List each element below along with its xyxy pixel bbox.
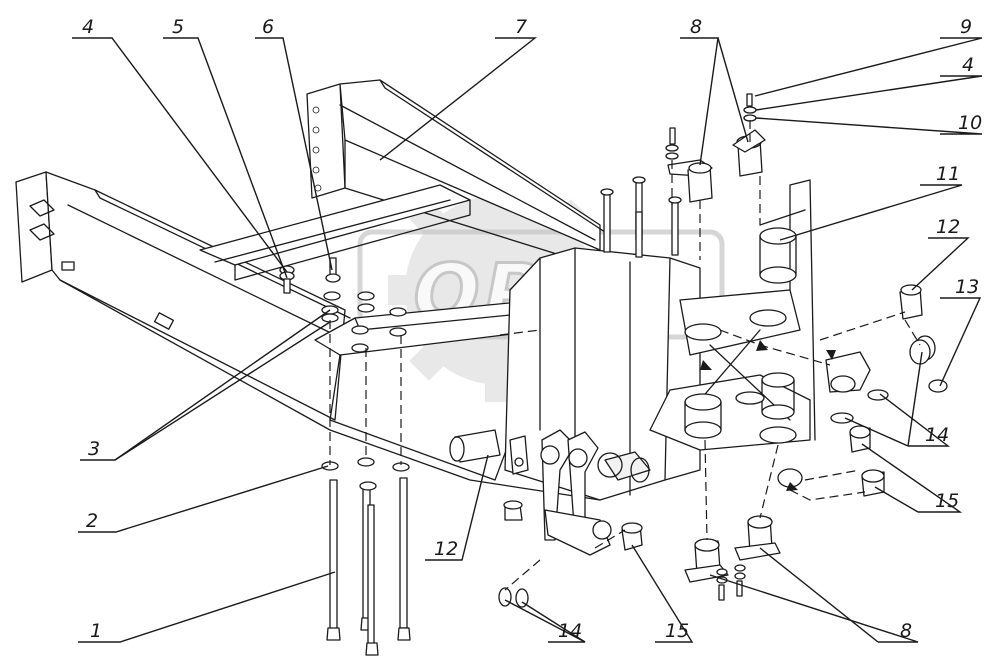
leader-lines [72,37,983,643]
callout-7: 7 [515,16,527,38]
right-exploded-parts [777,284,948,497]
callout-11: 11 [936,163,960,185]
direction-arrows [700,340,836,491]
callout-3: 3 [88,438,100,460]
callout-10: 10 [958,112,982,134]
callout-9: 9 [960,16,972,38]
rings-14-bottom [498,587,529,608]
callout-5: 5 [172,16,184,38]
callout-15-bottom: 15 [665,620,689,642]
rear-frame-rail [306,79,606,256]
callout-labels: 4 5 6 7 8 9 4 10 11 12 13 14 15 3 2 1 12… [82,16,982,642]
callout-15-right: 15 [935,490,959,512]
long-bolts-1 [321,457,411,656]
left-frame-rail [15,171,601,501]
callout-1: 1 [90,620,102,642]
callout-14-bottom: 14 [558,620,582,642]
callout-2: 2 [86,510,98,532]
central-bracket [504,247,701,501]
callout-12-right: 12 [936,216,960,238]
callout-4-left: 4 [82,16,94,38]
callout-13: 13 [955,276,979,298]
callout-8-bottom: 8 [900,620,912,642]
callout-4-right: 4 [962,54,974,76]
swing-arm [509,429,612,556]
bushing-15-middle [503,500,643,551]
top-bushings-8 [667,129,766,203]
callout-14-right: 14 [925,424,949,446]
callout-8-top: 8 [690,16,702,38]
callout-12-left: 12 [434,538,458,560]
assembly-dashed-lines [329,120,921,591]
pin-12-left [449,429,501,463]
bottom-bushings-8 [684,515,781,583]
top-hardware [279,93,757,601]
callout-6: 6 [262,16,274,38]
